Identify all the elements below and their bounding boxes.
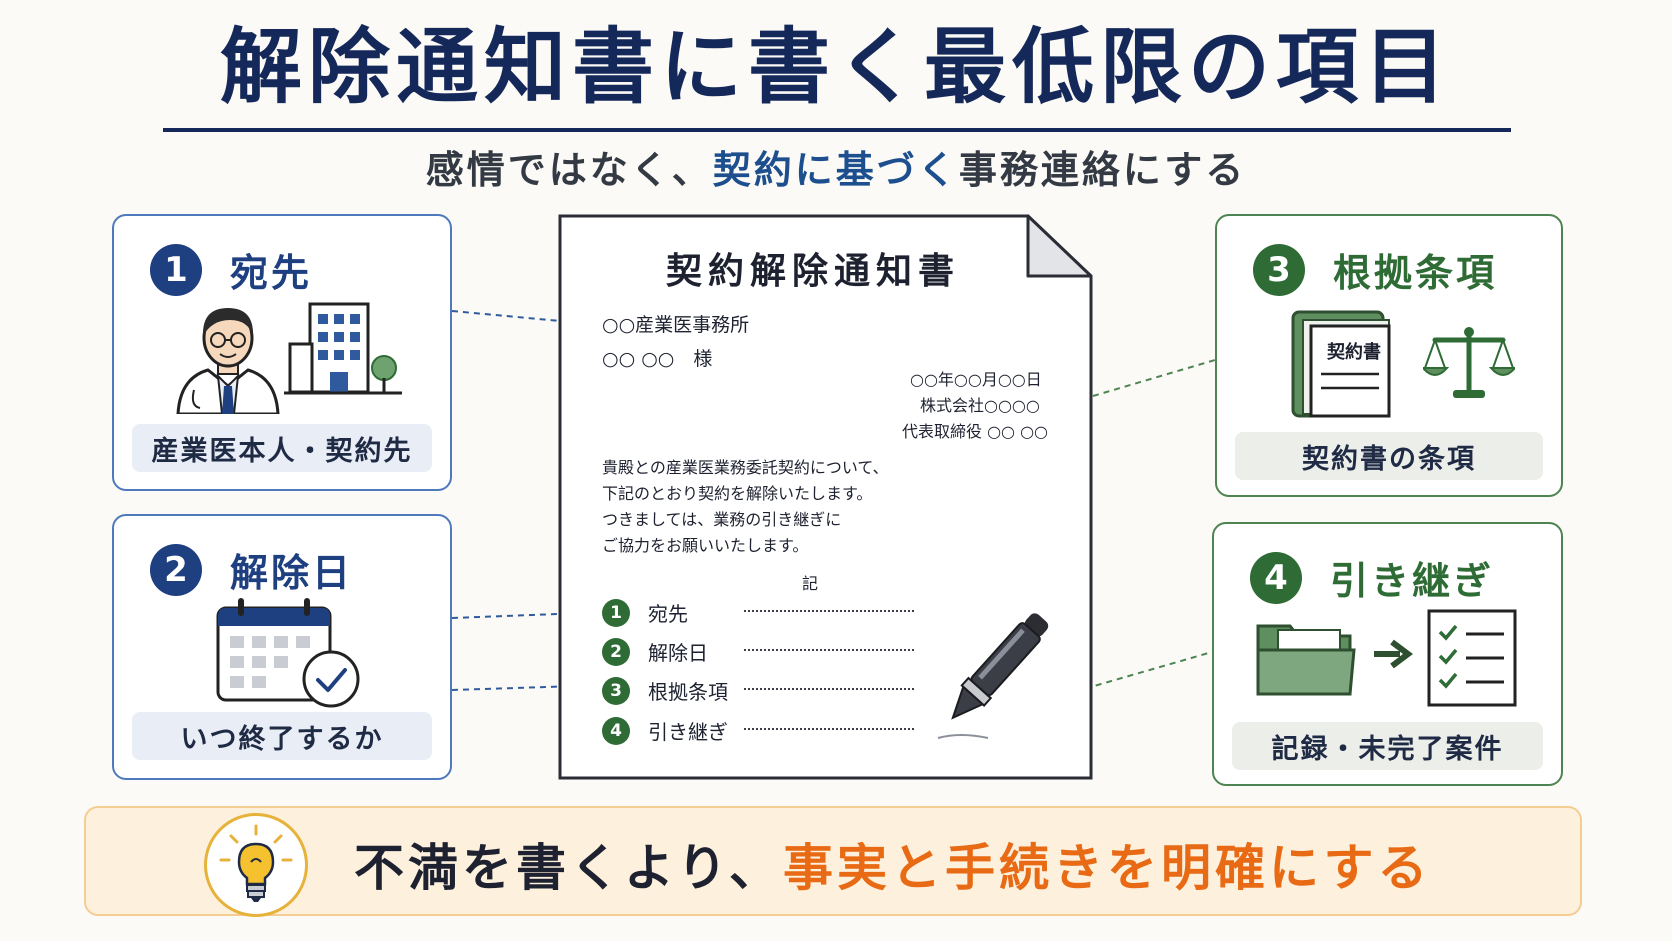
- document-addressee-name: ○○ ○○ 様: [602, 348, 713, 370]
- card-handover: 4 引き継ぎ 記録・未完了案件: [1212, 522, 1563, 786]
- item-number: 3: [602, 676, 630, 705]
- card-title: 根拠条項: [1333, 251, 1498, 295]
- document-ki: 記: [802, 574, 819, 593]
- card-title: 解除日: [230, 551, 354, 595]
- page-subtitle: 感情ではなく、契約に基づく事務連絡にする: [0, 142, 1672, 198]
- title-underline: [163, 128, 1511, 132]
- item-number: 2: [602, 637, 630, 666]
- card-addressee: 1 宛先 産業医本人・契約先: [112, 214, 452, 491]
- item-number: 4: [602, 716, 630, 745]
- card-header: 4 引き継ぎ: [1250, 550, 1494, 605]
- scales-icon: [1423, 327, 1515, 398]
- document-date: ○○年○○月○○日: [910, 370, 1042, 389]
- document-body-line: つきましては、業務の引き継ぎに: [602, 510, 842, 529]
- footer-message: 不満を書くより、事実と手続きを明確にする: [354, 828, 1432, 900]
- subtitle-highlight: 契約に基づく: [712, 148, 959, 192]
- item-label: 解除日: [648, 641, 708, 665]
- subtitle-part2: 事務連絡にする: [958, 148, 1247, 192]
- card-caption: いつ終了するか: [132, 712, 432, 760]
- card-basis-clause: 3 根拠条項 契約書 契約書の条項: [1215, 214, 1563, 497]
- contract-book-icon: [1291, 310, 1391, 418]
- item-label: 根拠条項: [648, 680, 728, 704]
- item-dotted-line: [744, 598, 914, 612]
- card-header: 3 根拠条項: [1253, 242, 1497, 297]
- number-badge: 3: [1253, 243, 1305, 296]
- document-body-line: ご協力をお願いいたします。: [602, 536, 809, 555]
- item-label: 引き継ぎ: [648, 720, 728, 744]
- lightbulb-icon: [204, 813, 308, 917]
- card-title: 引き継ぎ: [1330, 559, 1495, 603]
- card-caption: 契約書の条項: [1235, 432, 1543, 480]
- folder-icon: [1256, 624, 1356, 696]
- footer-banner: 不満を書くより、事実と手続きを明確にする: [84, 806, 1582, 917]
- item-dotted-line: [744, 637, 914, 651]
- page-title: 解除通知書に書く最低限の項目: [219, 20, 1452, 115]
- check-icon: [302, 650, 360, 708]
- pen-icon: [937, 613, 1049, 739]
- document-item-row: 4 引き継ぎ: [602, 716, 914, 745]
- document-item-row: 2 解除日: [602, 637, 914, 666]
- document-addressee-office: ○○産業医事務所: [602, 314, 750, 336]
- checklist-icon: [1427, 609, 1517, 707]
- subtitle-part1: 感情ではなく、: [425, 148, 713, 192]
- number-badge: 2: [150, 543, 202, 596]
- document-item-row: 3 根拠条項: [602, 676, 914, 705]
- document-company: 株式会社○○○○: [920, 396, 1040, 415]
- item-dotted-line: [744, 676, 914, 690]
- contract-book-label: 契約書: [1327, 342, 1381, 363]
- document-item-row: 1 宛先: [602, 598, 914, 627]
- notice-document: [558, 214, 1093, 780]
- arrow-icon: [1374, 639, 1413, 669]
- building-icon: [284, 302, 402, 395]
- item-label: 宛先: [648, 602, 688, 626]
- card-termination-date: 2 解除日 いつ終了するか: [112, 514, 452, 780]
- document-representative: 代表取締役 ○○ ○○: [902, 422, 1049, 441]
- connector-3: [1092, 359, 1216, 397]
- footer-highlight: 事実と手続きを明確にする: [783, 839, 1432, 897]
- document-title: 契約解除通知書: [665, 251, 960, 292]
- footer-part1: 不満を書くより、: [354, 839, 783, 897]
- card-caption: 記録・未完了案件: [1232, 722, 1543, 770]
- item-dotted-line: [744, 716, 914, 730]
- card-header: 1 宛先: [150, 242, 312, 297]
- card-title: 宛先: [230, 251, 313, 295]
- number-badge: 1: [150, 243, 202, 296]
- document-body-line: 下記のとおり契約を解除いたします。: [602, 484, 873, 503]
- item-number: 1: [602, 598, 630, 627]
- document-body-line: 貴殿との産業医業務委託契約について、: [602, 458, 889, 477]
- number-badge: 4: [1250, 551, 1302, 604]
- card-header: 2 解除日: [150, 542, 353, 597]
- card-caption: 産業医本人・契約先: [132, 424, 432, 472]
- doctor-icon: [176, 308, 280, 414]
- calendar-icon: [216, 598, 332, 702]
